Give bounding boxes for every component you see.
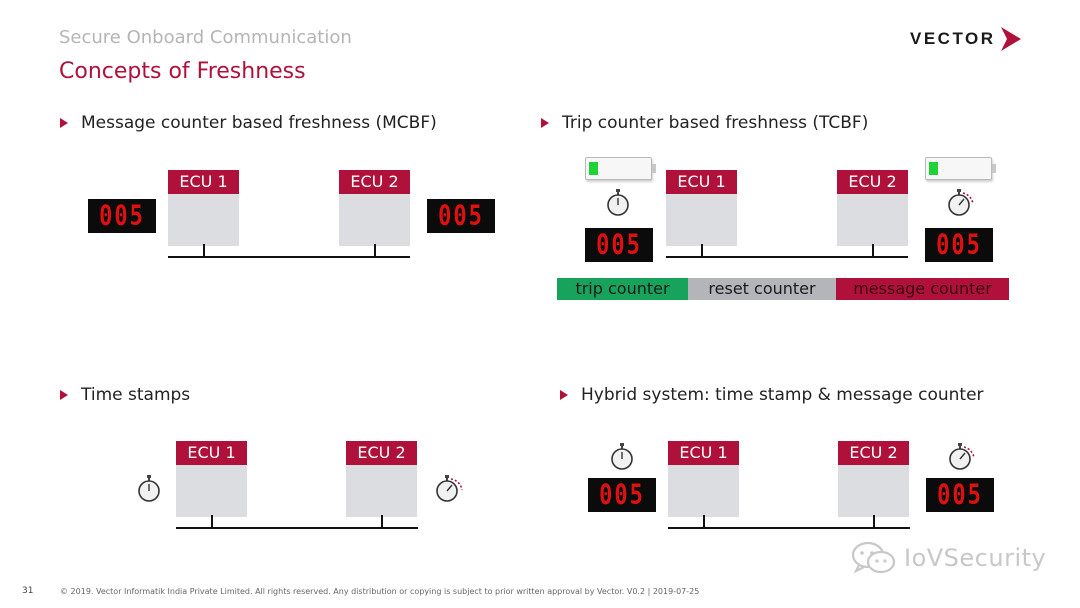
counter-value: 005 [99,200,145,232]
bus-connector [703,515,705,528]
battery-icon [585,157,656,180]
bus-connector [374,244,376,257]
tcbf-heading-text: Trip counter based freshness (TCBF) [562,113,869,133]
bus-connector [701,244,703,257]
bullet-icon [560,390,568,400]
message-counter-display: 005 [427,199,495,233]
bullet-icon [60,118,68,128]
freshness-counter-display: 005 [585,228,653,262]
bus-connector [873,515,875,528]
ecu-label: ECU 1 [168,170,239,194]
tcbf-ecu-2: ECU 2 [837,170,908,246]
wechat-icon [851,541,896,574]
counter-value: 005 [937,479,983,511]
counter-value: 005 [438,200,484,232]
battery-icon [925,157,996,180]
ecu-label: ECU 1 [668,441,739,465]
page-number: 31 [22,586,34,596]
bullet-icon [541,118,549,128]
stopwatch-running-icon [948,189,974,216]
stopwatch-icon [611,443,633,470]
mcbf-ecu-2: ECU 2 [339,170,410,246]
ecu-label: ECU 2 [838,441,909,465]
ecu-label: ECU 1 [176,441,247,465]
can-bus [176,527,418,529]
slide-subtitle: Secure Onboard Communication [59,27,352,48]
slide-title: Concepts of Freshness [59,59,306,84]
tcbf-heading: Trip counter based freshness (TCBF) [541,113,868,133]
freshness-value-legend: trip counter reset counter message count… [557,278,1009,300]
bus-connector [203,244,205,257]
message-counter-display: 005 [926,478,994,512]
bullet-icon [60,390,68,400]
message-counter-display: 005 [88,199,156,233]
hybrid-ecu-2: ECU 2 [838,441,909,517]
can-bus [668,527,910,529]
vector-chevron-icon [1000,27,1021,51]
bus-connector [211,515,213,528]
ecu-label: ECU 2 [339,170,410,194]
mcbf-ecu-1: ECU 1 [168,170,239,246]
footer-copyright: © 2019. Vector Informatik India Private … [60,587,700,596]
watermark: IoVSecurity [850,540,1046,576]
message-counter-segment: message counter [836,278,1009,300]
can-bus [666,256,908,258]
watermark-text: IoVSecurity [904,544,1047,572]
ecu-label: ECU 2 [346,441,417,465]
ts-ecu-1: ECU 1 [176,441,247,517]
ts-ecu-2: ECU 2 [346,441,417,517]
ecu-label: ECU 2 [837,170,908,194]
hybrid-heading-text: Hybrid system: time stamp & message coun… [581,385,984,405]
reset-counter-segment: reset counter [688,278,836,300]
message-counter-display: 005 [588,478,656,512]
mcbf-heading: Message counter based freshness (MCBF) [60,113,437,133]
stopwatch-icon [138,475,160,502]
vector-logo: VECTOR [910,26,1023,52]
ecu-label: ECU 1 [666,170,737,194]
counter-value: 005 [936,229,982,261]
counter-value: 005 [596,229,642,261]
stopwatch-running-icon [436,475,463,502]
stopwatch-running-icon [949,443,975,470]
hybrid-ecu-1: ECU 1 [668,441,739,517]
tcbf-ecu-1: ECU 1 [666,170,737,246]
can-bus [168,256,410,258]
hybrid-heading: Hybrid system: time stamp & message coun… [560,385,984,405]
timestamps-heading: Time stamps [60,385,190,405]
logo-text: VECTOR [910,29,996,48]
counter-value: 005 [599,479,645,511]
bus-connector [872,244,874,257]
timestamps-heading-text: Time stamps [81,385,191,405]
mcbf-heading-text: Message counter based freshness (MCBF) [81,113,437,133]
freshness-counter-display: 005 [925,228,993,262]
bus-connector [381,515,383,528]
stopwatch-icon [607,189,629,216]
trip-counter-segment: trip counter [557,278,688,300]
